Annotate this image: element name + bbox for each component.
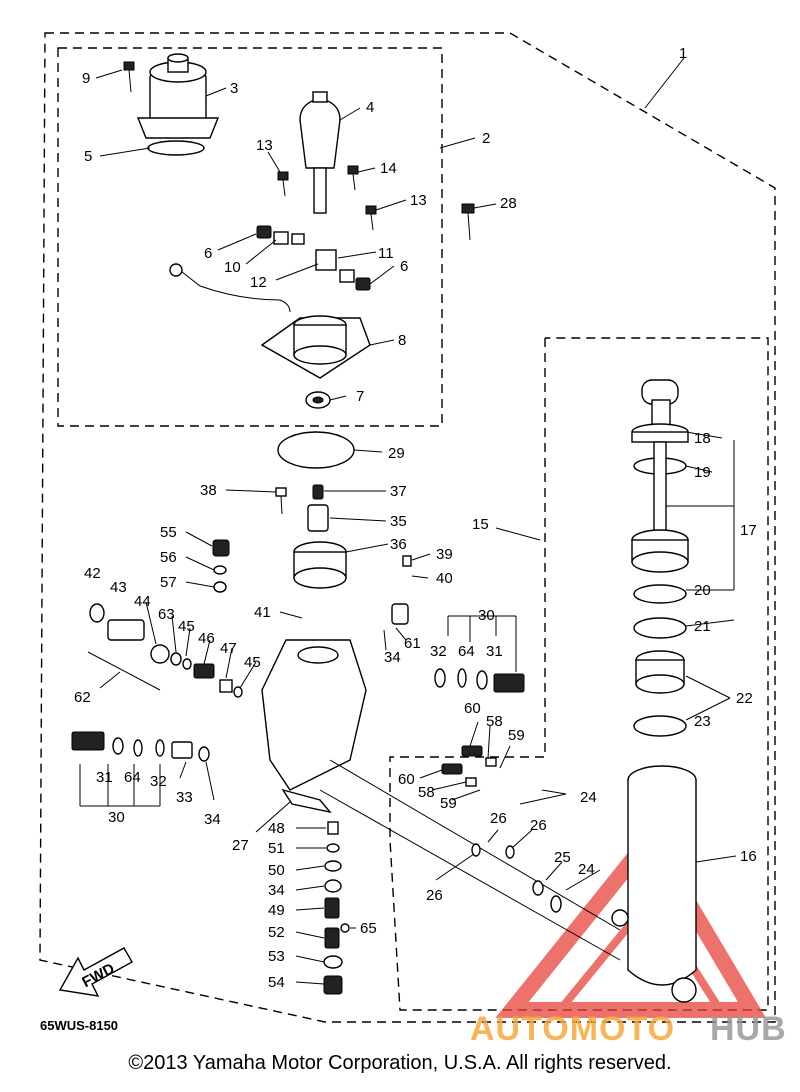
callout-32a: 32 — [430, 643, 447, 660]
callout-57: 57 — [160, 574, 177, 591]
callout-55: 55 — [160, 524, 177, 541]
callout-45b: 45 — [244, 654, 261, 671]
motor-assembly — [123, 53, 475, 409]
callout-34b: 34 — [204, 811, 221, 828]
callout-63: 63 — [158, 606, 175, 623]
callout-22: 22 — [736, 690, 753, 707]
callout-40: 40 — [436, 570, 453, 587]
callout-45a: 45 — [178, 618, 195, 635]
assembly-1-boundary — [39, 32, 776, 1023]
callout-60a: 60 — [464, 700, 481, 717]
callout-47: 47 — [220, 640, 237, 657]
callout-64b: 64 — [124, 769, 141, 786]
callout-11: 11 — [378, 245, 394, 262]
callout-19: 19 — [694, 464, 711, 481]
callout-1: 1 — [679, 45, 687, 62]
callout-2: 2 — [482, 130, 490, 147]
callout-61: 61 — [404, 635, 421, 652]
callout-26c: 26 — [426, 887, 443, 904]
callout-26b: 26 — [530, 817, 547, 834]
callout-34a: 34 — [384, 649, 401, 666]
callout-23: 23 — [694, 713, 711, 730]
callout-43: 43 — [110, 579, 127, 596]
callout-41: 41 — [254, 604, 271, 621]
callout-62: 62 — [74, 689, 91, 706]
callout-35: 35 — [390, 513, 407, 530]
watermark-right: HUB — [710, 1010, 787, 1048]
callout-37: 37 — [390, 483, 407, 500]
callout-53: 53 — [268, 948, 285, 965]
callout-64a: 64 — [458, 643, 475, 660]
callout-9: 9 — [82, 70, 90, 87]
callout-34c: 34 — [268, 882, 285, 899]
callout-13a: 13 — [256, 137, 273, 154]
callout-6b: 6 — [400, 258, 408, 275]
callout-49: 49 — [268, 902, 285, 919]
callout-24a: 24 — [580, 789, 597, 806]
callout-12: 12 — [250, 274, 267, 291]
callout-27: 27 — [232, 837, 249, 854]
callout-26a: 26 — [490, 810, 507, 827]
callout-15: 15 — [472, 516, 489, 533]
callout-44: 44 — [134, 593, 151, 610]
callout-52: 52 — [268, 924, 285, 941]
callout-14: 14 — [380, 160, 397, 177]
callout-3: 3 — [230, 80, 238, 97]
callout-17: 17 — [740, 522, 757, 539]
callout-10: 10 — [224, 259, 241, 276]
callout-59a: 59 — [508, 727, 525, 744]
callout-31b: 31 — [96, 769, 113, 786]
callout-21: 21 — [694, 618, 711, 635]
callout-58b: 58 — [418, 784, 435, 801]
callout-24b: 24 — [578, 861, 595, 878]
motor-assembly-2-boundary — [57, 47, 443, 427]
tilt-cylinder-group — [532, 379, 697, 1003]
callout-60b: 60 — [398, 771, 415, 788]
callout-59b: 59 — [440, 795, 457, 812]
callout-33: 33 — [176, 789, 193, 806]
callout-13b: 13 — [410, 192, 427, 209]
callout-32b: 32 — [150, 773, 167, 790]
callout-48: 48 — [268, 820, 285, 837]
callout-7: 7 — [356, 388, 364, 405]
callout-38: 38 — [200, 482, 217, 499]
callout-50: 50 — [268, 862, 285, 879]
callout-30a: 30 — [478, 607, 495, 624]
callout-numbers: 1 2 3 4 5 9 13 14 13 28 6 10 11 12 6 8 7… — [74, 45, 757, 991]
callout-54: 54 — [268, 974, 285, 991]
tilt-cylinder-15-boundary — [389, 337, 769, 1011]
copyright-notice: ©2013 Yamaha Motor Corporation, U.S.A. A… — [128, 1052, 672, 1074]
callout-8: 8 — [398, 332, 406, 349]
callout-56: 56 — [160, 549, 177, 566]
pump-body — [71, 484, 621, 995]
callout-28: 28 — [500, 195, 517, 212]
o-ring-29 — [277, 431, 355, 469]
callout-46: 46 — [198, 630, 215, 647]
watermark-text: AUTOMOTO HUB — [470, 1010, 787, 1048]
callout-42: 42 — [84, 565, 101, 582]
callout-20: 20 — [694, 582, 711, 599]
callout-16: 16 — [740, 848, 757, 865]
callout-65: 65 — [360, 920, 377, 937]
forward-direction-arrow: FWD — [58, 947, 133, 997]
callout-29: 29 — [388, 445, 405, 462]
callout-31a: 31 — [486, 643, 503, 660]
callout-39: 39 — [436, 546, 453, 563]
diagram-code: 65WUS-8150 — [40, 1018, 118, 1033]
callout-6a: 6 — [204, 245, 212, 262]
callout-4: 4 — [366, 99, 374, 116]
callout-30b: 30 — [108, 809, 125, 826]
watermark-left: AUTOMOTO — [470, 1010, 675, 1048]
callout-5: 5 — [84, 148, 92, 165]
callout-51: 51 — [268, 840, 285, 857]
leader-lines — [79, 57, 737, 985]
callout-36: 36 — [390, 536, 407, 553]
callout-25: 25 — [554, 849, 571, 866]
callout-18: 18 — [694, 430, 711, 447]
callout-58a: 58 — [486, 713, 503, 730]
